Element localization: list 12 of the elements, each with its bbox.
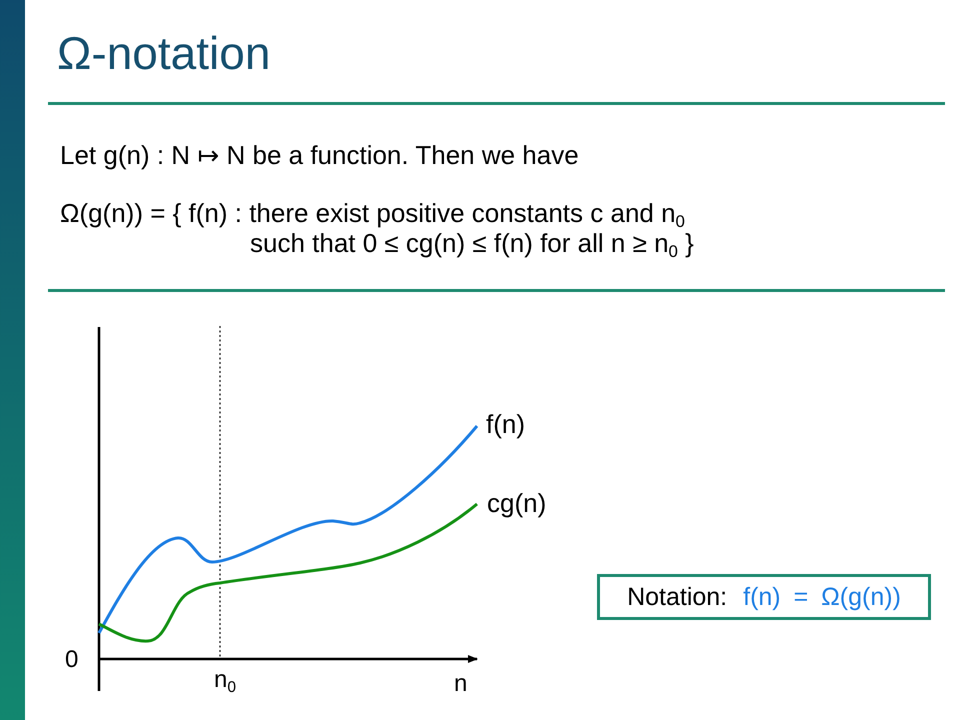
definition-text: Ω(g(n)) = { f(n) : there exist positive constants c and n$_{0}$ such that 0 ≤ cg(n) ≤ f(n) for all n ≥ n$_{0}$ } — [60, 198, 695, 258]
side-band — [0, 0, 25, 720]
tick-label: n$_{0}$ — [214, 665, 236, 695]
notation-box — [597, 574, 931, 620]
notation-heading: Notation: — [627, 582, 728, 612]
notation-formula: f(n) = Ω(g(n)) — [743, 582, 901, 612]
intro-sentence: Let g(n) : N ↦ N be a function. Then we have — [60, 140, 579, 170]
curve-label: f(n) — [486, 409, 525, 439]
slide-title: Ω-notation — [57, 27, 270, 79]
origin-label: 0 — [65, 645, 78, 675]
curve-label: cg(n) — [487, 488, 546, 518]
axis-label: n — [454, 669, 468, 699]
